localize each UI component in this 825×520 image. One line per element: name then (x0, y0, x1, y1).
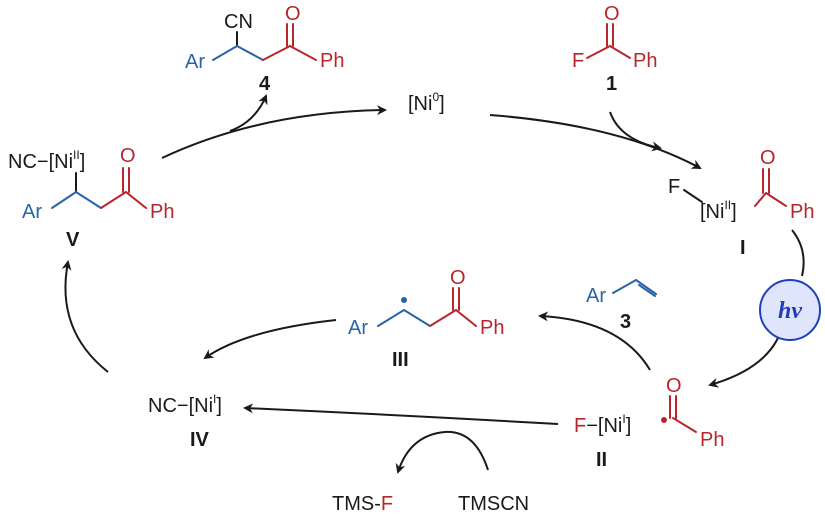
compound-label-1: 1 (606, 73, 617, 95)
complex-label-ii: II (596, 449, 607, 471)
arrow-ii-to-iv (243, 403, 559, 425)
complex-i: F [NiII] O Ph I (668, 147, 814, 259)
carbonyl-oxygen: O (604, 3, 620, 25)
phenyl-group: Ph (633, 50, 657, 72)
aryl-group: Ar (348, 317, 368, 339)
f-ni-i-label: F−[NiI] (574, 412, 631, 437)
complex-label-i: I (740, 237, 746, 259)
radical-label-iii: III (392, 349, 409, 371)
ni-ii-label: [NiII] (700, 198, 737, 223)
hv-label: hv (778, 298, 802, 324)
arrow-release-4 (229, 94, 268, 132)
aryl-group: Ar (586, 285, 606, 307)
arrow-iii-to-iv (203, 319, 337, 360)
compound-label-4: 4 (259, 73, 271, 95)
complex-label-iv: IV (190, 429, 210, 451)
carbonyl-oxygen: O (666, 375, 682, 397)
complex-ii: F−[NiI] II (574, 412, 631, 471)
arrow-ni0-to-i (489, 114, 702, 169)
radical-iii: O Ar Ph III (348, 267, 504, 371)
arrow-tmscn-exchange (395, 430, 489, 474)
aryl-group: Ar (22, 201, 42, 223)
phenyl-group: Ph (700, 429, 724, 451)
light-bulb-icon (759, 279, 821, 341)
complex-iv: NC−[NiI] IV (148, 392, 222, 451)
compound-label-3: 3 (620, 311, 631, 333)
cyano-group: CN (224, 11, 253, 33)
reagent-tmscn: TMSCN (458, 493, 529, 515)
nc-ni-ii-label: NC−[NiII] (8, 148, 85, 173)
alkene-3: Ar 3 (586, 279, 657, 333)
phenyl-group: Ph (790, 201, 814, 223)
acyl-radical: O Ph (661, 375, 724, 451)
compound-4: CN O Ar Ph 4 (185, 3, 344, 95)
arrow-ii-to-iii (538, 311, 651, 371)
light-irradiation: hv (759, 279, 821, 341)
carbonyl-oxygen: O (760, 147, 776, 169)
carbonyl-oxygen: O (285, 3, 301, 25)
cycle-arrows (61, 94, 805, 474)
arrow-v-to-ni0 (161, 105, 387, 159)
fluorine-atom: F (572, 50, 584, 72)
arrow-1-enters (609, 111, 662, 152)
aryl-group: Ar (185, 51, 205, 73)
carbonyl-oxygen: O (120, 145, 136, 167)
radical-dot (661, 417, 667, 423)
phenyl-group: Ph (480, 317, 504, 339)
ni0-label: [Ni0] (408, 90, 445, 115)
phenyl-group: Ph (320, 50, 344, 72)
carbonyl-oxygen: O (450, 267, 466, 289)
byproduct-tms-f: TMS-F (332, 493, 393, 515)
compound-1: O F Ph 1 (572, 3, 657, 95)
fluorine-atom: F (668, 176, 680, 198)
radical-dot (401, 297, 407, 303)
complex-v: NC−[NiII] O Ar Ph V (8, 145, 174, 251)
arrow-iv-to-v (61, 260, 109, 373)
complex-label-v: V (66, 229, 80, 251)
arrow-hv-to-ii (708, 337, 779, 388)
arrow-i-to-hv (791, 229, 805, 277)
phenyl-group: Ph (150, 201, 174, 223)
nc-ni-i-label: NC−[NiI] (148, 392, 222, 417)
